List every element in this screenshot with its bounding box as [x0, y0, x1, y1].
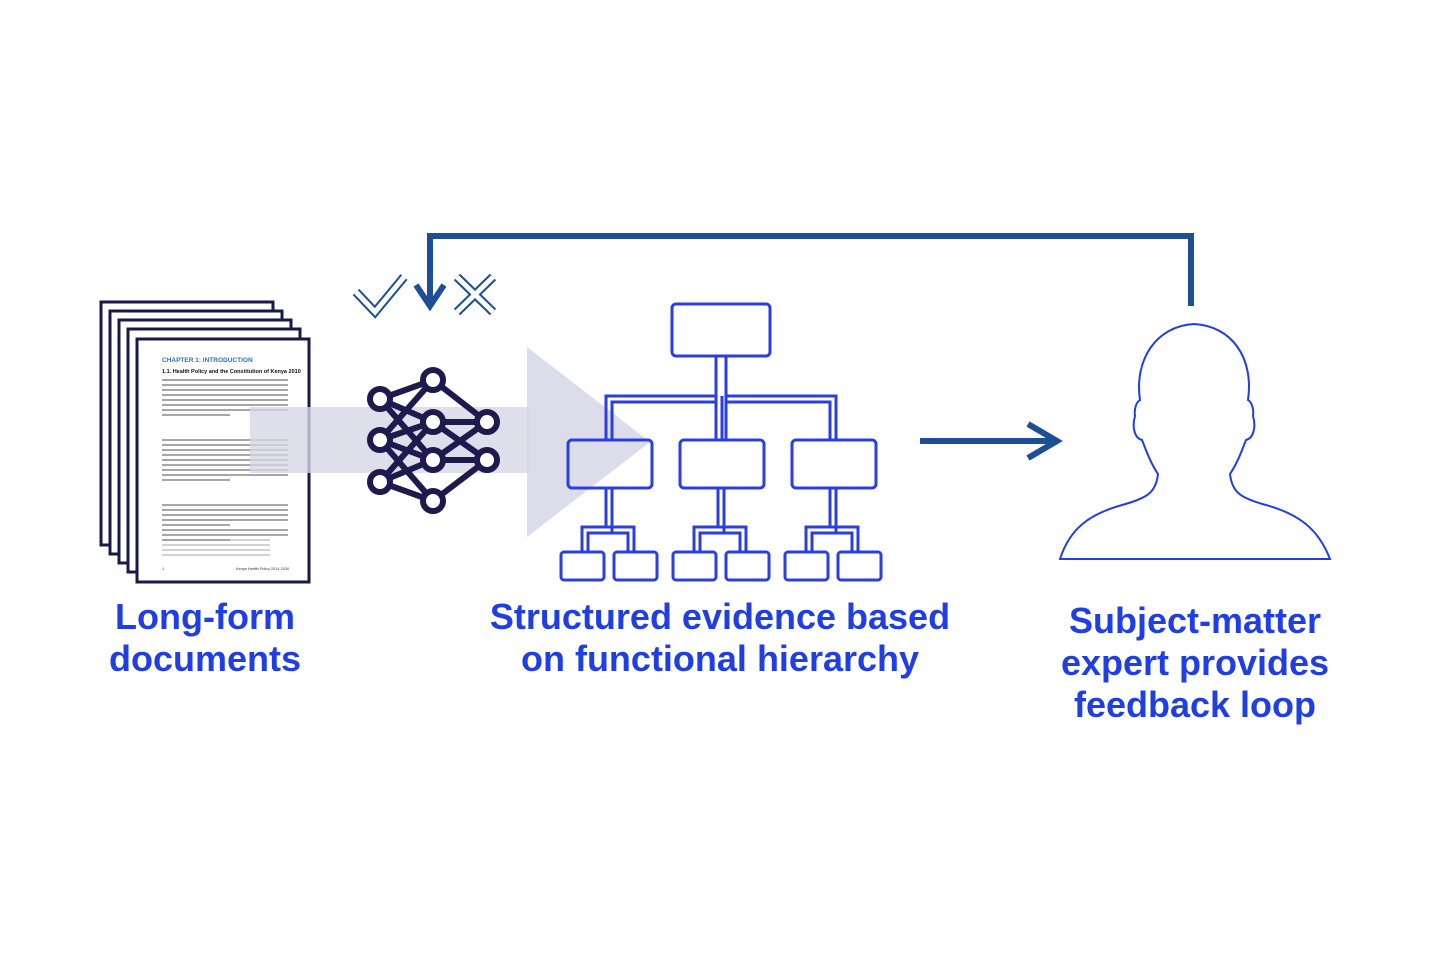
- caption-line: on functional hierarchy: [520, 638, 920, 679]
- caption-line: expert provides: [1060, 642, 1330, 683]
- caption-long-form-documents: Long-form documents: [55, 596, 355, 680]
- hierarchy-mid-node-2: [678, 438, 766, 490]
- document-footer: Kenya Health Policy 2014-2030: [236, 567, 290, 571]
- hierarchy-leaf-node: [612, 550, 659, 582]
- hierarchy-tree-icon: [559, 302, 883, 582]
- hierarchy-leaf-node: [559, 550, 606, 582]
- caption-subject-matter-expert: Subject-matter expert provides feedback …: [1020, 600, 1370, 726]
- hierarchy-leaf-node: [671, 550, 718, 582]
- hierarchy-leaf-node: [783, 550, 830, 582]
- hierarchy-mid-node-3: [790, 438, 878, 490]
- cross-icon: [453, 273, 497, 316]
- document-page-number: 1: [162, 567, 165, 571]
- feedback-arrow-head: [413, 283, 447, 312]
- hierarchy-root-node: [670, 302, 772, 358]
- arrow-to-expert: [920, 421, 1063, 461]
- caption-line: Long-form: [115, 596, 295, 637]
- caption-line: documents: [108, 638, 302, 679]
- flow-arrow-head: [527, 347, 650, 537]
- hierarchy-leaf-node: [724, 550, 771, 582]
- document-subheading: 1.1. Health Policy and the Constitution …: [162, 369, 301, 375]
- caption-line: Structured evidence based: [489, 596, 951, 637]
- document-heading: CHAPTER 1: INTRODUCTION: [162, 357, 253, 364]
- person-icon: [1058, 322, 1332, 560]
- check-icon: [352, 274, 408, 319]
- caption-line: Subject-matter: [1068, 600, 1322, 641]
- feedback-loop-arrow: [413, 233, 1194, 312]
- caption-structured-evidence: Structured evidence based on functional …: [420, 596, 1020, 680]
- hierarchy-leaf-node: [836, 550, 883, 582]
- hierarchy-mid-node-1: [566, 438, 654, 490]
- neural-network-icon: [367, 367, 500, 514]
- caption-line: feedback loop: [1073, 684, 1317, 725]
- arrow-to-expert-head: [1026, 421, 1063, 461]
